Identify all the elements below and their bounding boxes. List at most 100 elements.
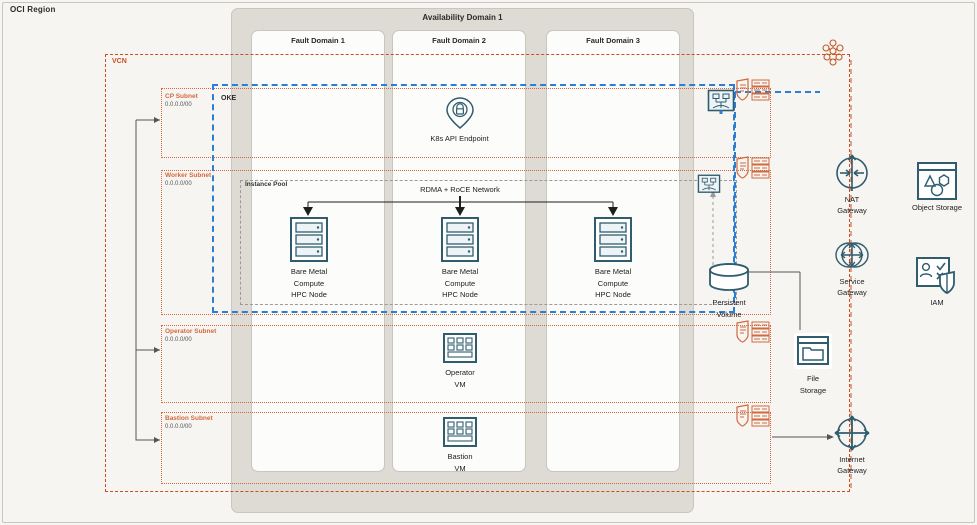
- igw-line2: Gateway: [837, 466, 867, 475]
- operator-subnet-label: Operator Subnet 0.0.0.0/00: [165, 328, 216, 344]
- igw-line1: Internet: [839, 455, 865, 464]
- object-storage-label: Object Storage: [911, 203, 963, 212]
- fault-domain-3-label: Fault Domain 3: [586, 36, 640, 45]
- internet-gateway-icon: [834, 415, 870, 451]
- bastion-subnet-title: Bastion Subnet: [165, 415, 213, 422]
- sgw-line2: Gateway: [837, 288, 867, 297]
- instance-pool-container: [240, 180, 737, 305]
- worker-subnet-title: Worker Subnet: [165, 172, 212, 179]
- bastion-vm-node[interactable]: Bastion VM: [423, 416, 497, 474]
- iam-label: IAM: [930, 298, 944, 307]
- operator-subnet-cidr: 0.0.0.0/00: [165, 337, 192, 343]
- instance-pool-label: Instance Pool: [245, 181, 288, 188]
- bastion-subnet-label: Bastion Subnet 0.0.0.0/00: [165, 415, 213, 431]
- worker-subnet-label: Worker Subnet 0.0.0.0/00: [165, 172, 211, 188]
- file-storage-node[interactable]: File Storage: [776, 332, 850, 396]
- k8s-api-endpoint-node[interactable]: K8s API Endpoint: [422, 96, 497, 145]
- oci-region-label: OCI Region: [10, 5, 56, 14]
- operator-vm-label: Operator VM: [423, 367, 497, 390]
- load-balancer-icon-worker[interactable]: [697, 174, 721, 196]
- security-list-route-table-cp[interactable]: [735, 78, 771, 102]
- load-balancer-icon-cp[interactable]: [707, 89, 735, 115]
- bm2-line2: Compute: [444, 278, 476, 288]
- virtual-machine-icon: [443, 333, 477, 363]
- bm1-line2: Compute: [293, 278, 325, 288]
- virtual-machine-icon: [443, 417, 477, 447]
- bm3-line2: Compute: [597, 278, 629, 288]
- pv-line1: Persistent: [712, 298, 746, 307]
- operator-subnet-title: Operator Subnet: [165, 328, 217, 335]
- bastion-subnet-cidr: 0.0.0.0/00: [165, 424, 192, 430]
- oke-boundary: [212, 84, 735, 313]
- cluster-nodes-icon: [822, 39, 844, 66]
- fs-line1: File: [806, 374, 820, 383]
- bare-metal-node-3[interactable]: Bare Metal Compute HPC Node: [576, 216, 650, 301]
- bare-metal-node-2[interactable]: Bare Metal Compute HPC Node: [423, 216, 497, 301]
- bm2-line3: HPC Node: [442, 290, 478, 299]
- security-list-icon: [736, 404, 770, 427]
- persistent-volume-label: Persistent Volume: [690, 297, 768, 320]
- availability-domain-label: Availability Domain 1: [422, 13, 503, 22]
- fs-line2: Storage: [799, 385, 827, 395]
- operator-vm-node[interactable]: Operator VM: [423, 332, 497, 390]
- operator-subnet-container: [161, 325, 771, 403]
- fault-domain-1-label: Fault Domain 1: [291, 36, 345, 45]
- bm2-line1: Bare Metal: [441, 267, 479, 276]
- security-list-route-table-worker[interactable]: [735, 156, 771, 180]
- service-gateway-label: Service Gateway: [822, 276, 882, 298]
- nat-gateway-label: NAT Gateway: [822, 194, 882, 216]
- service-gateway-node[interactable]: Service Gateway: [822, 238, 882, 298]
- service-gateway-icon: [835, 242, 869, 268]
- bastion-vm-label: Bastion VM: [423, 451, 497, 474]
- file-storage-label: File Storage: [776, 373, 850, 396]
- k8s-api-endpoint-icon: [445, 97, 474, 129]
- bavm-line2: VM: [454, 463, 466, 473]
- cp-subnet-title: CP Subnet: [165, 93, 198, 100]
- bare-metal-node-3-label: Bare Metal Compute HPC Node: [576, 266, 650, 301]
- object-storage-node[interactable]: Object Storage: [900, 160, 974, 213]
- iam-node[interactable]: IAM: [900, 255, 974, 308]
- rdma-roce-network-label: RDMA + RoCE Network: [420, 185, 500, 194]
- bare-metal-server-icon: [441, 217, 479, 262]
- bare-metal-server-icon: [594, 217, 632, 262]
- iam-icon: [916, 257, 955, 294]
- nat-gateway-icon: [836, 154, 868, 191]
- database-cylinder-icon: [709, 263, 749, 291]
- load-balancer-icon: [697, 174, 721, 193]
- opvm-line1: Operator: [445, 368, 475, 377]
- internet-gateway-node[interactable]: Internet Gateway: [822, 412, 882, 476]
- kubernetes-cluster-icon[interactable]: [818, 38, 848, 68]
- bm1-line1: Bare Metal: [290, 267, 328, 276]
- bm1-line3: HPC Node: [291, 290, 327, 299]
- k8s-api-endpoint-label: K8s API Endpoint: [430, 134, 489, 143]
- file-storage-icon: [794, 333, 832, 369]
- object-storage-icon: [917, 162, 957, 200]
- security-list-route-table-bastion[interactable]: [735, 404, 771, 428]
- cp-subnet-container: [161, 88, 771, 158]
- security-list-icon: [736, 156, 770, 179]
- bare-metal-node-1-label: Bare Metal Compute HPC Node: [272, 266, 346, 301]
- security-list-route-table-operator[interactable]: [735, 320, 771, 344]
- bare-metal-node-1[interactable]: Bare Metal Compute HPC Node: [272, 216, 346, 301]
- bare-metal-server-icon: [290, 217, 328, 262]
- nat-gateway-node[interactable]: NAT Gateway: [822, 152, 882, 216]
- fault-domain-2-label: Fault Domain 2: [432, 36, 486, 45]
- worker-subnet-container: [161, 170, 771, 315]
- bastion-subnet-container: [161, 412, 771, 484]
- persistent-volume-node[interactable]: Persistent Volume: [690, 262, 768, 320]
- sgw-line1: Service: [839, 277, 865, 286]
- worker-subnet-cidr: 0.0.0.0/00: [165, 181, 192, 187]
- nat-line2: Gateway: [837, 206, 867, 215]
- cp-subnet-label: CP Subnet 0.0.0.0/00: [165, 93, 198, 109]
- cp-subnet-cidr: 0.0.0.0/00: [165, 102, 192, 108]
- vcn-container: [105, 54, 850, 492]
- opvm-line2: VM: [454, 379, 466, 389]
- security-list-icon: [736, 320, 770, 343]
- bm3-line1: Bare Metal: [594, 267, 632, 276]
- load-balancer-icon: [707, 89, 735, 114]
- bm3-line3: HPC Node: [595, 290, 631, 299]
- pv-line2: Volume: [716, 309, 742, 319]
- vcn-label: VCN: [112, 58, 127, 65]
- bavm-line1: Bastion: [447, 452, 473, 461]
